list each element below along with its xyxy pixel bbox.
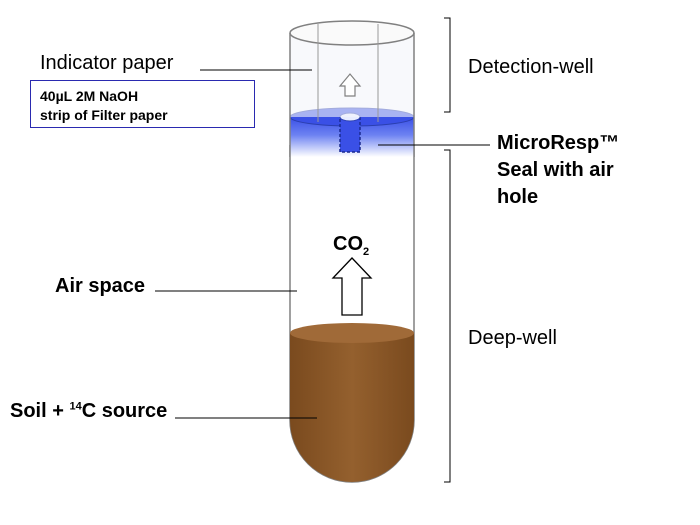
label-deep-well: Deep-well: [468, 327, 557, 349]
bracket-deep-well: [444, 149, 451, 483]
label-soil-prefix: Soil +: [10, 400, 70, 422]
label-co2: CO2: [333, 233, 369, 258]
co2-up-arrow-icon: [331, 257, 373, 316]
label-co2-main: CO: [333, 233, 363, 255]
label-seal-line2: Seal with air: [497, 159, 614, 181]
soil-fill: [290, 333, 414, 482]
small-up-arrow-icon: [338, 73, 362, 97]
detection-well-rim-back: [289, 20, 415, 46]
soil-surface: [290, 323, 414, 343]
bracket-detection-well: [444, 17, 451, 113]
indicator-detail-line1: 40µL 2M NaOH: [40, 88, 139, 104]
indicator-detail-box: 40µL 2M NaOH strip of Filter paper: [30, 80, 255, 128]
label-seal-line3: hole: [497, 186, 539, 208]
label-soil-suffix: C source: [81, 400, 168, 422]
label-indicator-paper: Indicator paper: [40, 52, 174, 74]
label-detection-well: Detection-well: [468, 56, 594, 78]
air-hole: [339, 116, 361, 153]
detection-well-body: [290, 33, 414, 117]
label-air-space: Air space: [55, 275, 146, 297]
label-soil-sup: 14: [69, 400, 82, 413]
label-co2-sub: 2: [363, 246, 370, 258]
label-soil-source: Soil + 14C source: [10, 400, 167, 423]
label-seal-line1: MicroResp™: [497, 132, 620, 154]
indicator-detail-line2: strip of Filter paper: [40, 107, 168, 123]
label-seal: MicroResp™ Seal with air hole: [497, 130, 619, 211]
